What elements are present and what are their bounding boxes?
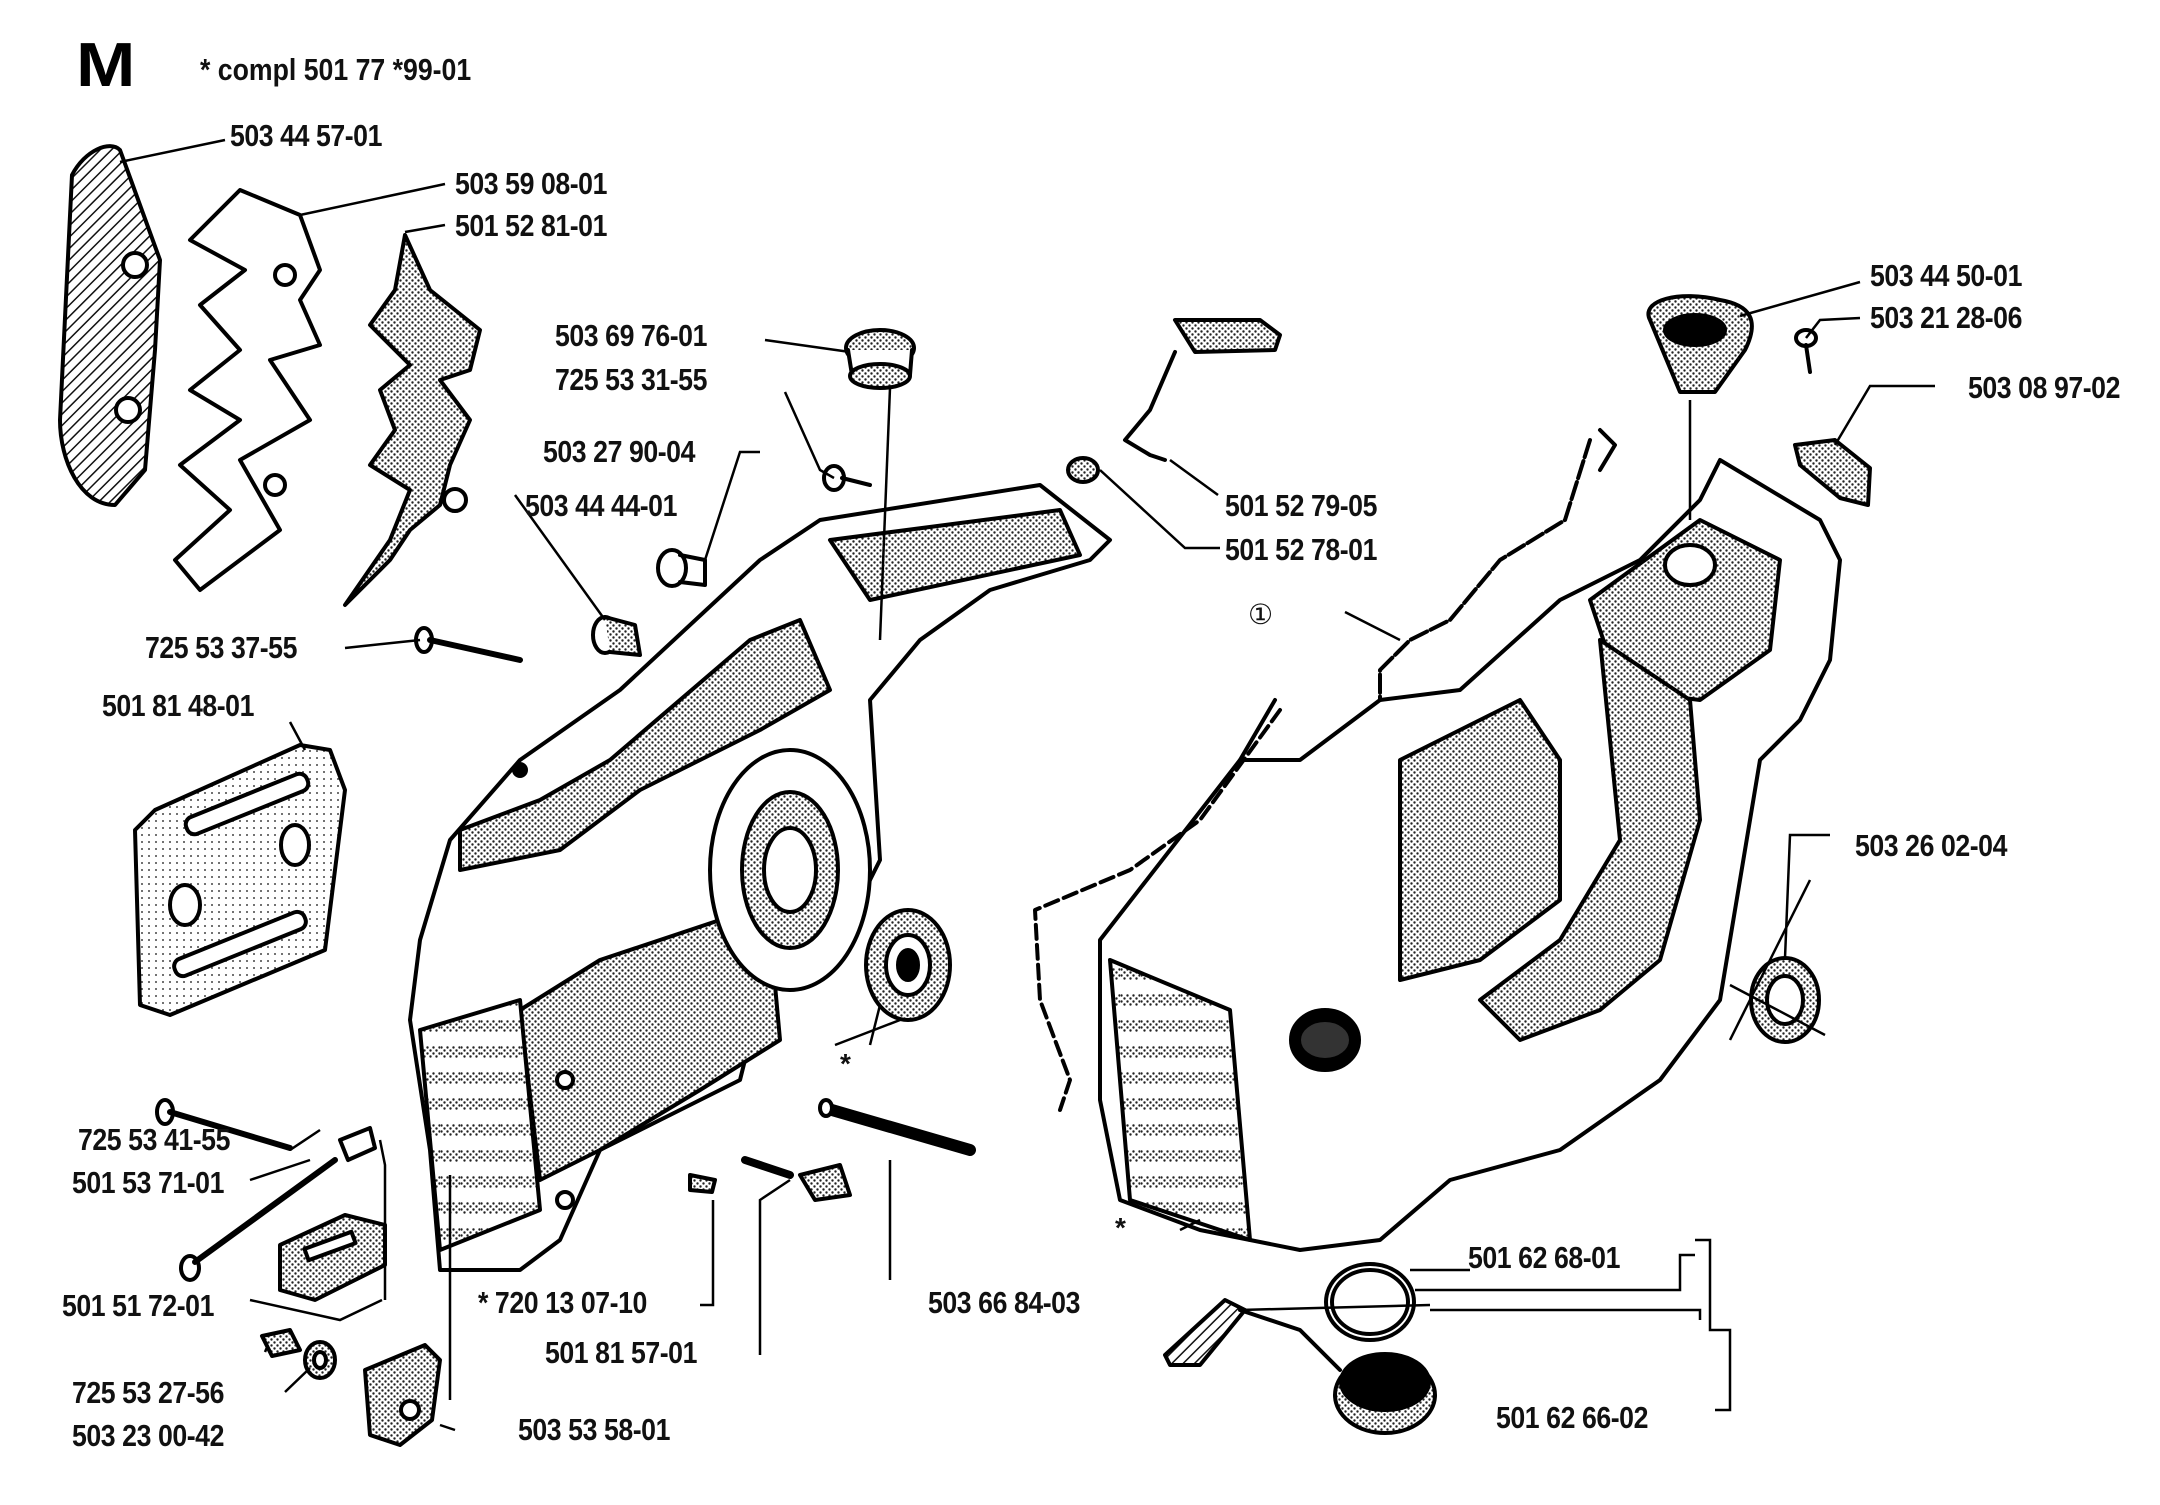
nut-part — [260, 1328, 302, 1358]
adjuster-screw — [155, 1098, 293, 1151]
label-501-53-71-01: 501 53 71-01 — [72, 1165, 224, 1200]
bumper-spike-part — [343, 233, 482, 607]
label-503-26-02-04: 503 26 02-04 — [1855, 828, 2007, 863]
screw-31-55 — [822, 464, 872, 492]
chain-cover-part — [58, 144, 162, 507]
control-rod-part — [1378, 428, 1617, 702]
crankcase-right — [1098, 458, 1842, 1252]
pin-part — [688, 1173, 717, 1194]
washer-part — [303, 1340, 337, 1380]
throttle-part — [1123, 318, 1282, 462]
crankcase-left — [408, 483, 1112, 1272]
label-725-53-31-55: 725 53 31-55 — [555, 362, 707, 397]
label-503-21-28-06: 503 21 28-06 — [1870, 300, 2022, 335]
label-501-52-78-01: 501 52 78-01 — [1225, 532, 1377, 567]
label-503-44-44-01: 503 44 44-01 — [525, 488, 677, 523]
rubber-buffer-44-44 — [591, 615, 642, 657]
label-503-27-90-04: 503 27 90-04 — [543, 434, 695, 469]
seal-part — [1749, 956, 1821, 1044]
rubber-buffer-top — [844, 328, 916, 390]
section-letter: M — [76, 31, 135, 100]
label-725-53-37-55: 725 53 37-55 — [145, 630, 297, 665]
stud-part — [741, 1156, 852, 1202]
long-screw-37-55 — [414, 626, 523, 663]
label-720-13-07-10: * 720 13 07-10 — [478, 1285, 647, 1320]
bearing-part — [864, 908, 952, 1022]
label-501-81-48-01: 501 81 48-01 — [102, 688, 254, 723]
clip-97-02 — [1793, 438, 1872, 507]
spike-plate-part — [173, 188, 322, 592]
label-501-52-79-05: 501 52 79-05 — [1225, 488, 1377, 523]
asterisk-bearing: * — [840, 1048, 851, 1079]
label-501-62-66-02: 501 62 66-02 — [1496, 1400, 1648, 1435]
label-503-44-50-01: 503 44 50-01 — [1870, 258, 2022, 293]
label-503-44-57-01: 503 44 57-01 — [230, 118, 382, 153]
label-503-66-84-03: 503 66 84-03 — [928, 1285, 1080, 1320]
label-501-81-57-01: 501 81 57-01 — [545, 1335, 697, 1370]
sleeve-part — [818, 1098, 976, 1156]
label-501-62-68-01: 501 62 68-01 — [1468, 1240, 1620, 1275]
assembly-header: * compl 501 77 *99-01 — [200, 52, 472, 87]
label-501-51-72-01: 501 51 72-01 — [62, 1288, 214, 1323]
label-503-08-97-02: 503 08 97-02 — [1968, 370, 2120, 405]
tensioner-rod — [179, 1126, 377, 1282]
label-725-53-41-55: 725 53 41-55 — [78, 1122, 230, 1157]
small-bushing-78 — [1066, 456, 1100, 484]
tensioner-block — [278, 1213, 387, 1302]
oil-cap-top — [1646, 294, 1754, 394]
label-503-59-08-01: 503 59 08-01 — [455, 166, 607, 201]
oring-part — [1324, 1262, 1416, 1342]
label-501-52-81-01: 501 52 81-01 — [455, 208, 607, 243]
label-503-23-00-42: 503 23 00-42 — [72, 1418, 224, 1453]
bushing-90-04 — [656, 548, 707, 588]
fuel-cap-part — [1163, 1298, 1437, 1435]
label-725-53-27-56: 725 53 27-56 — [72, 1375, 224, 1410]
label-503-69-76-01: 503 69 76-01 — [555, 318, 707, 353]
label-503-53-58-01: 503 53 58-01 — [518, 1412, 670, 1447]
gasket-part — [1033, 698, 1282, 1112]
asterisk-crankcase: * — [1115, 1212, 1126, 1243]
chain-catcher — [363, 1343, 442, 1447]
circled-1-marker: ① — [1248, 599, 1274, 630]
guide-plate-part — [133, 743, 347, 1017]
